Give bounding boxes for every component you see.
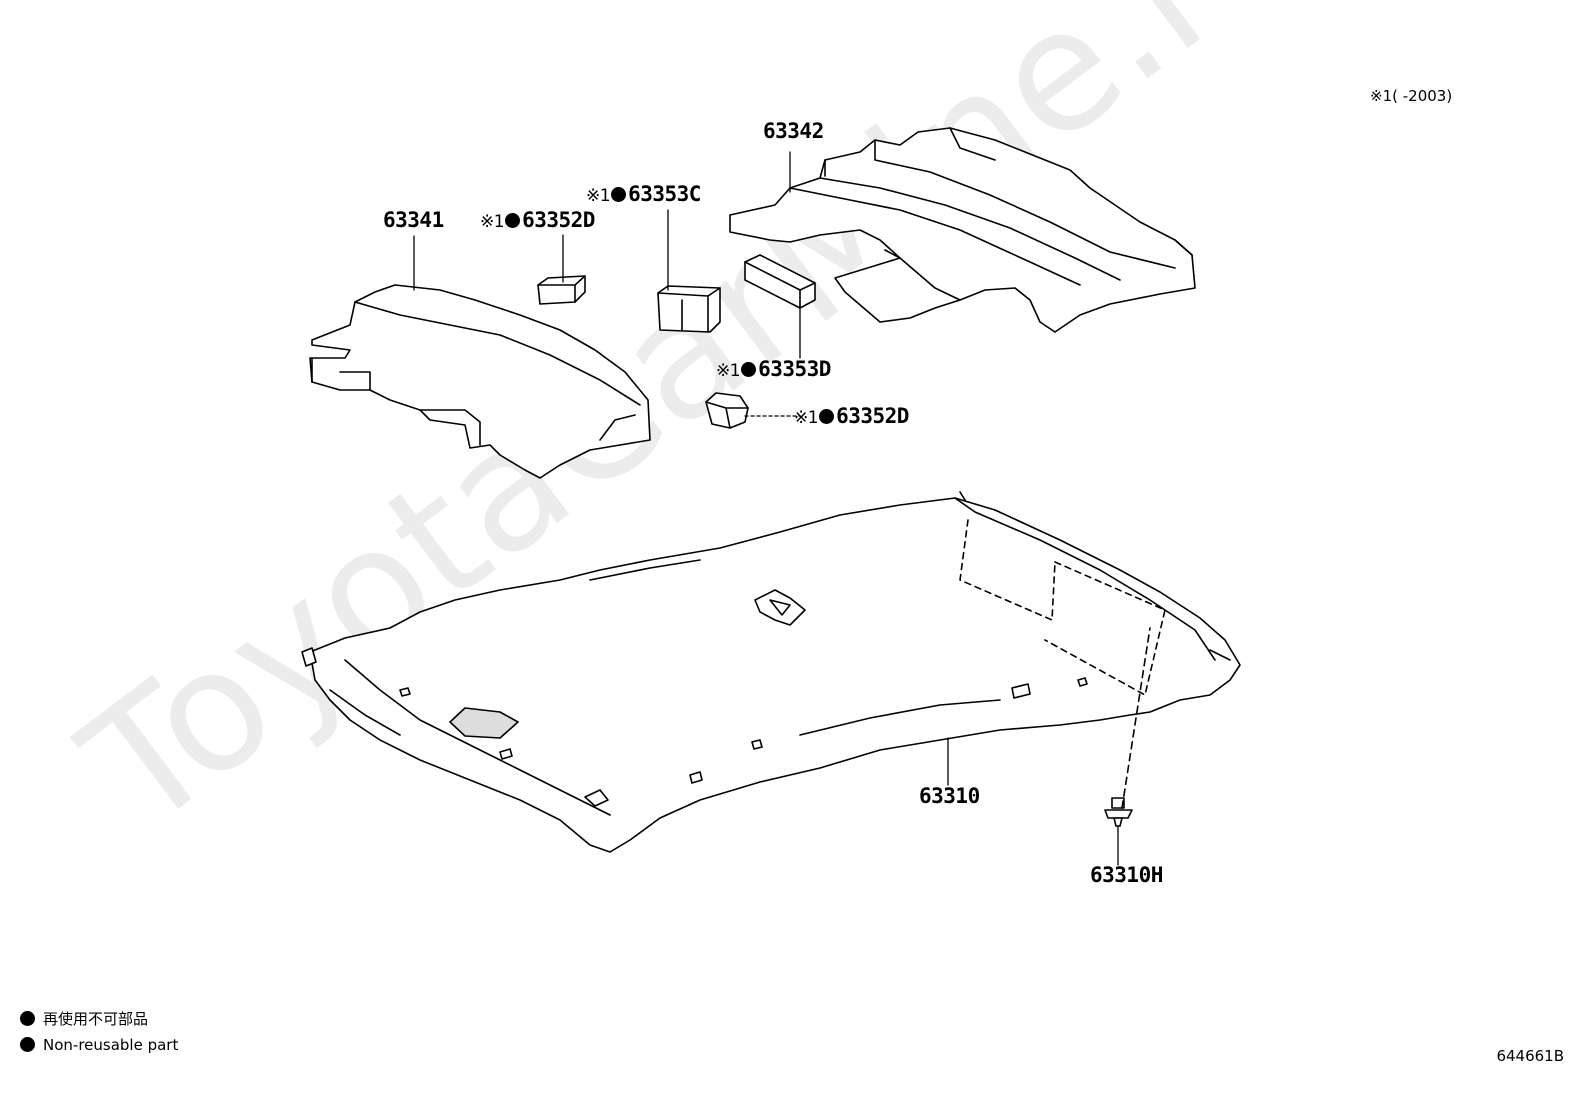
nonreusable-dot-icon — [505, 213, 521, 228]
note-marker: ※1 — [1370, 87, 1393, 105]
nonreusable-dot-icon — [20, 1011, 35, 1026]
nonreusable-dot-icon — [741, 362, 757, 377]
legend-en: Non-reusable part — [20, 1037, 178, 1053]
leader-lines — [413, 151, 1119, 866]
label-63342[interactable]: 63342 — [763, 119, 824, 143]
part-63352D-b-drawing — [705, 392, 749, 429]
legend-jp: 再使用不可部品 — [20, 1011, 148, 1027]
part-63353C-drawing — [657, 285, 721, 333]
diagram-code: 644661B — [1496, 1047, 1564, 1065]
part-63341-drawing — [309, 284, 651, 479]
part-63342-drawing — [729, 127, 1196, 333]
production-note: ※1( -2003) — [1370, 89, 1452, 104]
label-63341[interactable]: 63341 — [383, 208, 444, 232]
flag-marker: ※1 — [480, 212, 505, 232]
part-63310-drawing — [301, 491, 1241, 853]
nonreusable-dot-icon — [611, 187, 627, 202]
part-63353D-drawing — [744, 254, 816, 309]
label-63310[interactable]: 63310 — [919, 784, 980, 808]
flag-marker: ※1 — [586, 186, 611, 206]
flag-marker: ※1 — [716, 361, 741, 381]
part-63352D-a-drawing — [537, 275, 586, 305]
label-63310H[interactable]: 63310H — [1090, 863, 1163, 887]
nonreusable-dot-icon — [20, 1037, 35, 1052]
note-text: ( -2003) — [1392, 87, 1453, 105]
nonreusable-dot-icon — [819, 409, 835, 424]
flag-marker: ※1 — [794, 408, 819, 428]
part-63310H-drawing — [1104, 627, 1151, 827]
